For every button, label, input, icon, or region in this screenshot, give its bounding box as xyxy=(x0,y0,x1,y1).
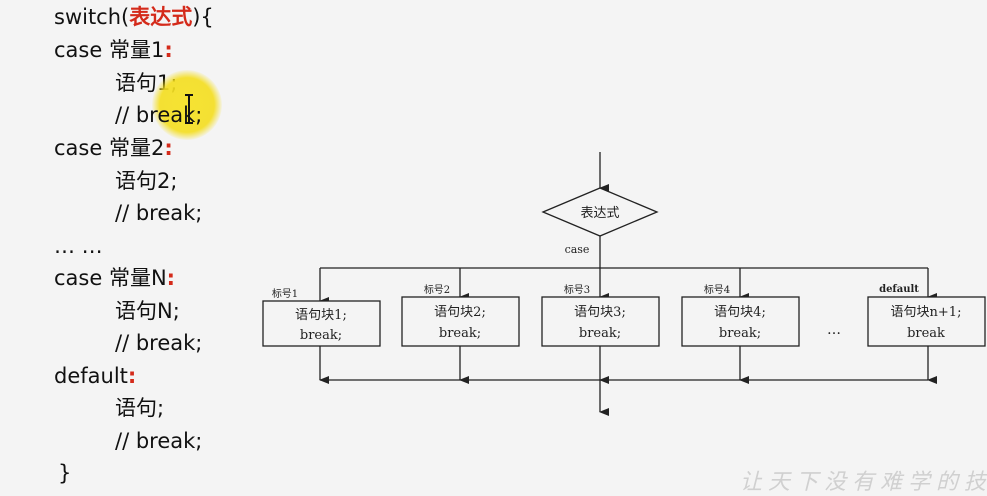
block-break-2: break; xyxy=(439,326,481,341)
code-line-ellipsis: … … xyxy=(54,234,103,258)
branch-tag-2: 标号2 xyxy=(424,284,450,296)
block-stmt-4: 语句块4; xyxy=(714,305,766,320)
block-break-4: break; xyxy=(719,326,761,341)
block-stmt-default: 语句块n+1; xyxy=(891,305,962,320)
block-break-1: break; xyxy=(300,328,342,343)
block-stmt-2: 语句块2; xyxy=(434,305,486,320)
branch-tag-1: 标号1 xyxy=(272,288,298,300)
decision-label: 表达式 xyxy=(580,206,619,221)
block-box-1 xyxy=(262,300,381,347)
code-line-caseN: case 常量N: xyxy=(54,266,176,290)
branch-tag-default: default xyxy=(879,284,919,295)
block-box-default xyxy=(867,296,986,347)
code-line-stmtN: 语句N; xyxy=(115,299,180,323)
code-line-default: default: xyxy=(54,364,137,388)
code-line-default-stmt: 语句; xyxy=(115,396,165,420)
case-label: case xyxy=(565,243,590,256)
code-line-break2: // break; xyxy=(115,201,203,225)
block-box-4 xyxy=(681,296,800,347)
branch-tag-4: 标号4 xyxy=(704,284,730,296)
gap-dots: … xyxy=(827,322,841,338)
code-line-breakN: // break; xyxy=(115,331,203,355)
block-break-3: break; xyxy=(579,326,621,341)
code-line-stmt2: 语句2; xyxy=(115,169,178,193)
watermark: 让天下没有难学的技术 xyxy=(740,470,987,495)
code-line-close-brace: } xyxy=(58,461,72,485)
block-stmt-3: 语句块3; xyxy=(574,305,626,320)
block-box-2 xyxy=(401,296,520,347)
code-line-case1: case 常量1: xyxy=(54,38,173,62)
text-cursor-icon xyxy=(185,94,193,124)
block-stmt-1: 语句块1; xyxy=(295,308,347,323)
block-box-3 xyxy=(541,296,660,347)
decision-diamond xyxy=(541,187,659,237)
block-break-default: break xyxy=(907,326,945,341)
code-line-default-break: // break; xyxy=(115,429,203,453)
switch-expression: 表达式 xyxy=(129,5,193,29)
code-line-case2: case 常量2: xyxy=(54,136,173,160)
cursor-highlight xyxy=(152,70,222,140)
branch-tag-3: 标号3 xyxy=(564,284,590,296)
code-line-switch: switch(表达式){ xyxy=(54,5,214,29)
